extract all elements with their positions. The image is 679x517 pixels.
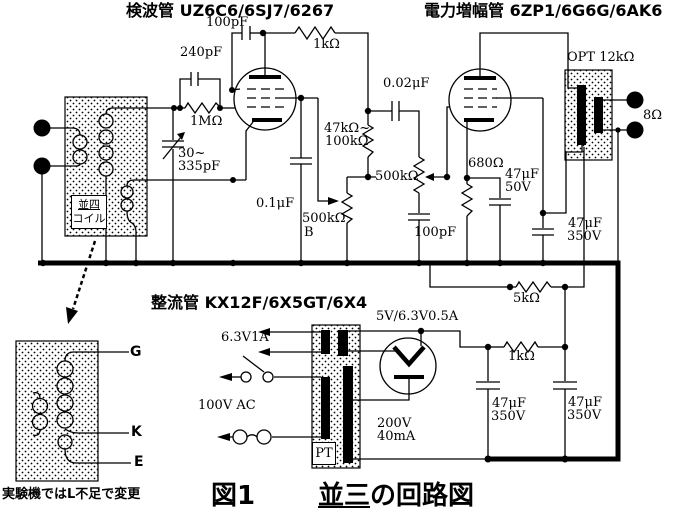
label-b2-cap: 47μF: [492, 396, 527, 411]
label-dropper-2: 100kΩ: [325, 134, 369, 149]
label-plate-res: 1kΩ: [313, 37, 340, 52]
label-gridleak-cap: 240pF: [180, 45, 223, 60]
power-tube-title: 電力増幅管 6ZP1/6G6G/6AK6: [424, 1, 663, 20]
label-cathode-cap-v: 50V: [505, 180, 531, 195]
terminal-label-g: G: [130, 344, 142, 360]
terminal-label-e: E: [134, 454, 144, 470]
label-b1-cap-v: 350V: [567, 229, 602, 244]
antenna-terminals: [33, 119, 51, 175]
label-grid-cap: 100pF: [206, 15, 249, 30]
antenna-terminal: [33, 119, 51, 137]
inset-coil: [15, 340, 131, 482]
label-filter-res1: 5kΩ: [513, 291, 540, 306]
label-varcap-value: 335pF: [178, 159, 221, 174]
detector-tube-title: 検波管 UZ6C6/6SJ7/6267: [126, 1, 335, 20]
label-speaker: 8Ω: [643, 108, 663, 123]
label-volume-pot: 500kΩ: [375, 169, 419, 184]
label-grid2-cap: 100pF: [414, 225, 457, 240]
detector-tube: [231, 33, 318, 180]
label-cathode-cap: 47μF: [505, 167, 540, 182]
rectifier-tube-title: 整流管 KX12F/6X5GT/6X4: [151, 293, 368, 312]
label-cathode-res: 680Ω: [468, 156, 504, 171]
label-rect-heater: 5V/6.3V0.5A: [376, 309, 459, 324]
coupling-capacitor: [368, 101, 420, 157]
b1-filter-capacitor: [532, 98, 554, 263]
label-heater: 6.3V1A: [221, 330, 269, 345]
tuning-capacitor: [162, 108, 185, 263]
label-regen-pot: 500kΩ: [302, 211, 346, 226]
change-arrow: [66, 240, 97, 324]
label-hv-voltage: 200V: [377, 416, 412, 431]
label-b1-cap: 47μF: [568, 216, 603, 231]
label-varcap-range: 30~: [178, 146, 206, 161]
grid-capacitor: [231, 26, 263, 90]
ground-terminal: [33, 157, 51, 175]
coil-name-line2: コイル: [72, 212, 106, 225]
label-b3-cap-v: 350V: [567, 408, 602, 423]
speaker-terminal: [626, 121, 644, 139]
pt-name-box: PT: [312, 442, 336, 465]
label-b3-cap: 47μF: [568, 395, 603, 410]
label-sg-bypass: 0.1μF: [256, 196, 295, 211]
junction-dots: [39, 29, 621, 463]
coil-name-line1: 並四: [78, 198, 100, 212]
pt-wiring: [217, 328, 486, 460]
cathode-network: [460, 177, 511, 263]
label-coupling-cap: 0.02μF: [383, 76, 430, 91]
caption-circuit-name: 並三: [318, 481, 371, 511]
label-opt: OPT 12kΩ: [567, 50, 635, 65]
plate-resistor: [263, 25, 369, 111]
speaker-terminal: [626, 91, 644, 109]
regen-control-pot: [317, 98, 368, 263]
label-mains: 100V AC: [198, 398, 256, 413]
coil-name-box: 並四 コイル: [71, 195, 107, 229]
gridleak-network: [174, 72, 236, 115]
label-dropper-1: 47kΩ~: [324, 121, 371, 136]
caption-title: 並三の回路図: [318, 483, 474, 509]
pt-name: PT: [315, 446, 333, 461]
label-regen-taper: B: [304, 225, 314, 240]
output-transformer: [543, 69, 644, 288]
rectifier-tube: [352, 331, 437, 401]
inset-note: 実験機ではL不足で変更: [2, 487, 141, 502]
sg-bypass-capacitor: [290, 98, 312, 263]
label-b2-cap-v: 350V: [491, 409, 526, 424]
label-gridleak-res: 1MΩ: [190, 114, 223, 129]
b-filter-section: [421, 263, 577, 459]
label-hv-current: 40mA: [377, 429, 416, 444]
ground-bus: [38, 260, 621, 462]
label-filter-res2: 1kΩ: [508, 349, 535, 364]
caption-figure-number: 図1: [211, 481, 256, 511]
terminal-label-k: K: [131, 424, 142, 440]
power-tube: [448, 32, 578, 178]
caption-suffix: の回路図: [370, 481, 475, 511]
